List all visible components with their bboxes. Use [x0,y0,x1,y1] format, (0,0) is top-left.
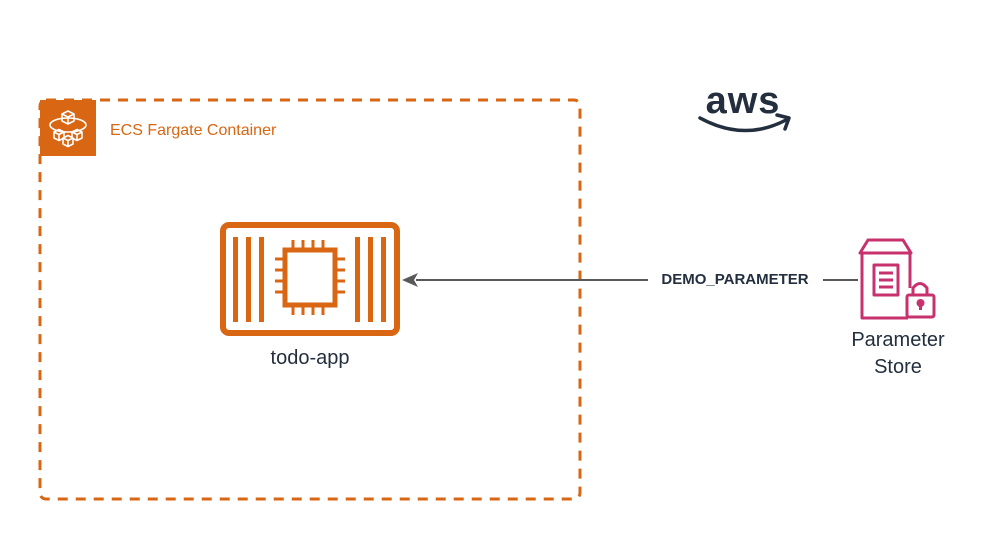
parameter-store-node[interactable]: Parameter Store [851,238,945,378]
aws-logo-text: aws [706,80,781,122]
parameter-store-label-line2: Store [874,356,922,378]
ecs-fargate-container-group: ECS Fargate Container [38,98,582,501]
ecs-fargate-icon [40,100,96,156]
aws-smile-arrow [698,116,788,133]
container-chip-icon [220,222,400,336]
arrowhead-icon [402,273,418,287]
aws-smile-logo: aws [698,80,791,133]
container-border [38,98,582,501]
connection-label-bg [648,269,823,289]
parameter-store-icon [858,238,936,320]
todo-app-label: todo-app [271,347,350,369]
demo-parameter-connection: DEMO_PARAMETER [402,269,858,289]
container-label: ECS Fargate Container [110,122,277,139]
todo-app-node[interactable]: todo-app [220,222,400,369]
parameter-store-label-line1: Parameter [851,329,945,351]
connection-label: DEMO_PARAMETER [661,271,808,288]
